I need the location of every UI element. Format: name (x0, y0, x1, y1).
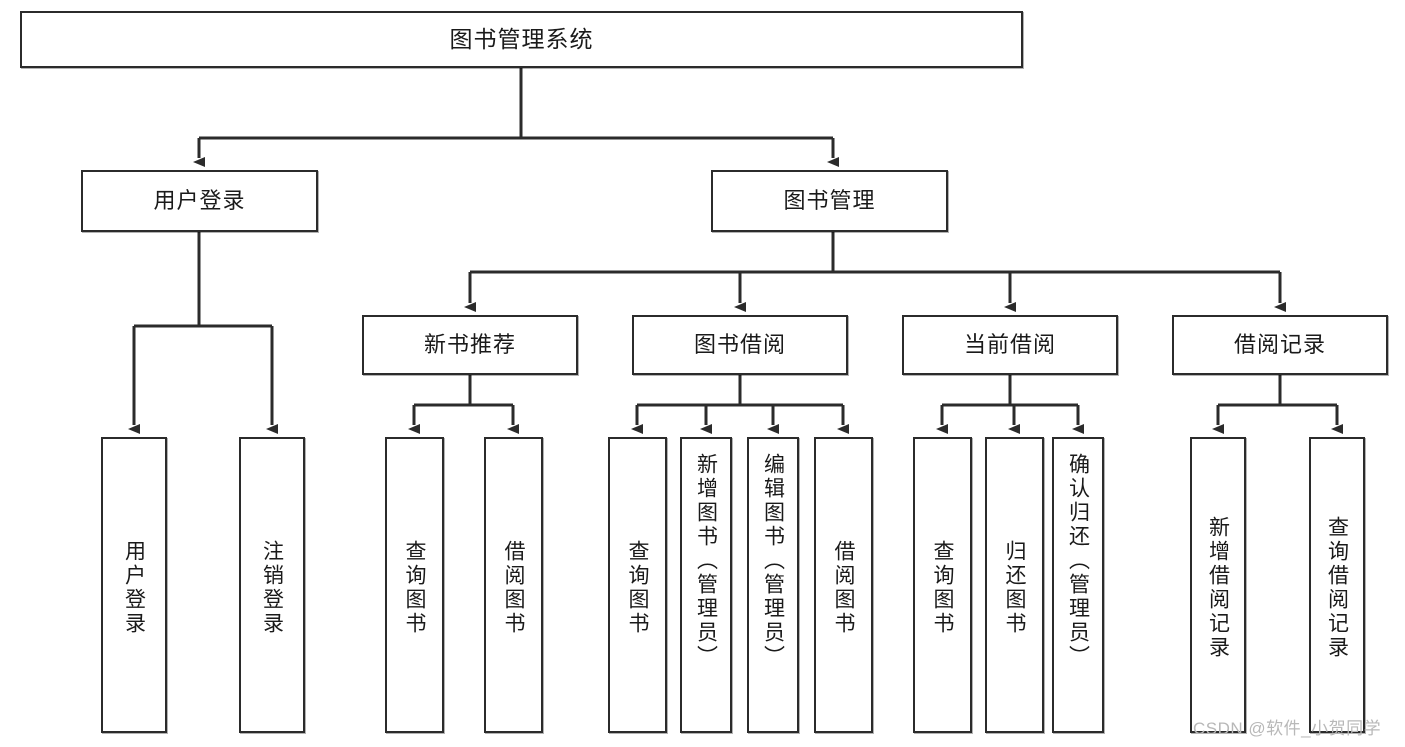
leaf-user-logout-inner: 注销登录 (241, 445, 303, 731)
leaf-borrow-lend-book-label: 借阅图书 (832, 540, 855, 636)
leaf-borrow-edit-book-label: 编辑图书（管理员） (761, 453, 785, 669)
leaf-newbook-borrow-book-label: 借阅图书 (502, 540, 525, 636)
leaf-borrow-add-book[interactable]: 新增图书（管理员） (680, 437, 732, 733)
leaf-record-query-label: 查询借阅记录 (1325, 516, 1349, 660)
leaf-borrow-query-book-inner: 查询图书 (610, 445, 665, 731)
leaf-current-return-book-inner: 归还图书 (987, 445, 1042, 731)
leaf-newbook-borrow-book[interactable]: 借阅图书 (484, 437, 543, 733)
node-user-login[interactable]: 用户登录 (81, 170, 318, 232)
leaf-borrow-add-book-label: 新增图书（管理员） (694, 453, 718, 669)
leaf-current-query-book-inner: 查询图书 (915, 445, 970, 731)
node-root[interactable]: 图书管理系统 (20, 11, 1023, 68)
leaf-user-login-inner: 用户登录 (103, 445, 165, 731)
node-current-borrow-label: 当前借阅 (963, 331, 1056, 357)
node-user-login-label: 用户登录 (153, 187, 246, 213)
node-new-book-recommend-label: 新书推荐 (423, 331, 516, 357)
leaf-user-login[interactable]: 用户登录 (101, 437, 167, 733)
node-book-borrow[interactable]: 图书借阅 (632, 315, 848, 375)
leaf-newbook-query-book-label: 查询图书 (403, 540, 426, 636)
leaf-current-confirm-return[interactable]: 确认归还（管理员） (1052, 437, 1104, 733)
leaf-borrow-edit-book-inner: 编辑图书（管理员） (749, 445, 797, 739)
leaf-current-return-book[interactable]: 归还图书 (985, 437, 1044, 733)
leaf-borrow-query-book[interactable]: 查询图书 (608, 437, 667, 733)
node-root-label: 图书管理系统 (449, 25, 594, 52)
leaf-current-query-book[interactable]: 查询图书 (913, 437, 972, 733)
leaf-borrow-lend-book[interactable]: 借阅图书 (814, 437, 873, 733)
leaf-newbook-query-book[interactable]: 查询图书 (385, 437, 444, 733)
leaf-newbook-borrow-book-inner: 借阅图书 (486, 445, 541, 731)
node-borrow-record[interactable]: 借阅记录 (1172, 315, 1388, 375)
node-book-management-label: 图书管理 (783, 187, 876, 213)
leaf-borrow-edit-book[interactable]: 编辑图书（管理员） (747, 437, 799, 733)
leaf-user-login-label: 用户登录 (122, 540, 146, 636)
leaf-user-logout-label: 注销登录 (260, 540, 284, 636)
leaf-record-add[interactable]: 新增借阅记录 (1190, 437, 1246, 733)
leaf-current-query-book-label: 查询图书 (931, 540, 954, 636)
node-current-borrow[interactable]: 当前借阅 (902, 315, 1118, 375)
node-new-book-recommend[interactable]: 新书推荐 (362, 315, 578, 375)
leaf-record-query-inner: 查询借阅记录 (1311, 445, 1363, 731)
leaf-record-query[interactable]: 查询借阅记录 (1309, 437, 1365, 733)
leaf-current-return-book-label: 归还图书 (1003, 540, 1026, 636)
leaf-current-confirm-return-inner: 确认归还（管理员） (1054, 445, 1102, 739)
leaf-current-confirm-return-label: 确认归还（管理员） (1066, 453, 1090, 669)
node-borrow-record-label: 借阅记录 (1233, 331, 1326, 357)
leaf-borrow-add-book-inner: 新增图书（管理员） (682, 445, 730, 739)
leaf-newbook-query-book-inner: 查询图书 (387, 445, 442, 731)
leaf-record-add-label: 新增借阅记录 (1206, 516, 1230, 660)
node-book-borrow-label: 图书借阅 (693, 331, 786, 357)
node-book-management[interactable]: 图书管理 (711, 170, 948, 232)
leaf-user-logout[interactable]: 注销登录 (239, 437, 305, 733)
leaf-borrow-lend-book-inner: 借阅图书 (816, 445, 871, 731)
leaf-record-add-inner: 新增借阅记录 (1192, 445, 1244, 731)
leaf-borrow-query-book-label: 查询图书 (626, 540, 649, 636)
